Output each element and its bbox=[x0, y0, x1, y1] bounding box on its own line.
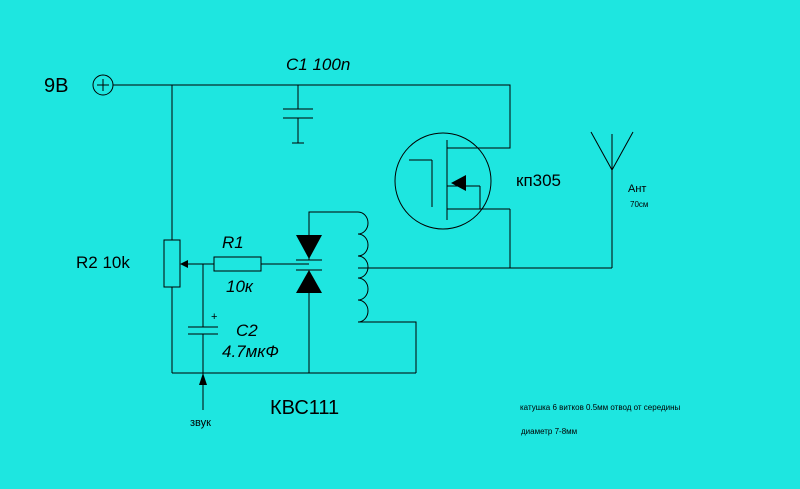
coil-note-line2: диаметр 7-8мм bbox=[521, 427, 578, 436]
c1-capacitor-icon bbox=[283, 85, 313, 144]
varicap-icon bbox=[296, 235, 322, 373]
varicap-label: КВС111 bbox=[270, 397, 340, 419]
transistor-label: кп305 bbox=[516, 171, 562, 190]
antenna-length-label: 70см bbox=[630, 200, 649, 209]
audio-input-label: звук bbox=[190, 417, 211, 429]
top-rail-wire bbox=[113, 84, 511, 149]
supply-voltage-label: 9B bbox=[44, 75, 69, 97]
audio-input-arrow-icon bbox=[199, 373, 207, 410]
r1-resistor-icon bbox=[213, 256, 309, 272]
coil-icon bbox=[357, 211, 369, 323]
coil-bottom-wire bbox=[358, 321, 417, 373]
r2-label: R2 10k bbox=[76, 253, 130, 272]
c2-capacitor-icon bbox=[188, 264, 218, 373]
antenna-icon bbox=[590, 131, 634, 171]
c2-name-label: C2 bbox=[236, 321, 258, 340]
supply-terminal-icon bbox=[92, 74, 114, 96]
r1-value-label: 10к bbox=[226, 277, 253, 296]
coil-note-line1: катушка 6 витков 0.5мм отвод от середины bbox=[520, 403, 681, 412]
c1-label: C1 100n bbox=[286, 55, 351, 74]
c2-value-label: 4.7мкФ bbox=[222, 342, 279, 361]
c2-polarity-mark: + bbox=[211, 311, 218, 323]
transistor-icon bbox=[394, 132, 510, 230]
r1-name-label: R1 bbox=[222, 233, 244, 252]
r2-potentiometer-icon bbox=[163, 239, 214, 288]
antenna-label: Ант bbox=[628, 183, 647, 195]
